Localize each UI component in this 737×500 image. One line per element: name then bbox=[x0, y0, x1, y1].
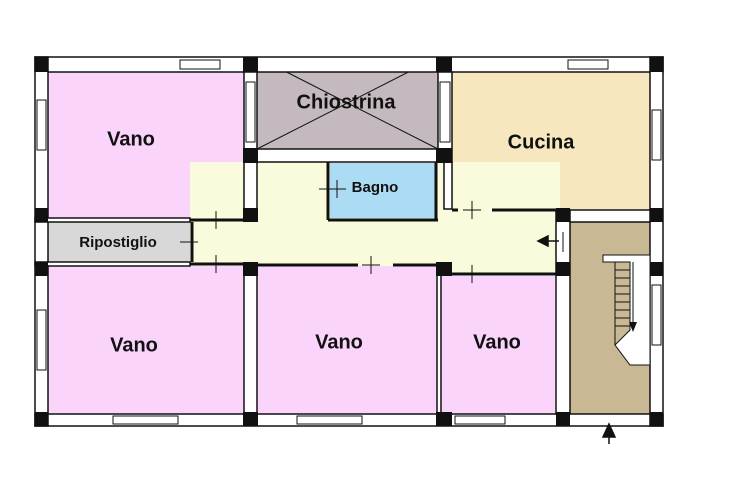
wall-stair-top bbox=[569, 209, 651, 223]
room-vano-bottom-right bbox=[441, 276, 555, 414]
wall-chiostrina-bottom bbox=[256, 148, 439, 163]
room-bagno bbox=[330, 163, 436, 218]
arrow-up-icon bbox=[601, 422, 617, 438]
room-ripostiglio bbox=[48, 222, 190, 262]
stair-arrow-icon bbox=[629, 322, 637, 332]
label-vano-top-left: Vano bbox=[107, 128, 155, 150]
entrance-arrow bbox=[601, 422, 617, 444]
arrow-left-icon bbox=[536, 234, 549, 248]
wall-left-mid bbox=[34, 217, 191, 223]
label-cucina: Cucina bbox=[508, 131, 576, 153]
wall-vertical-left-bottom bbox=[243, 265, 258, 415]
label-vano-bottom-right: Vano bbox=[473, 331, 521, 353]
pillars bbox=[35, 57, 663, 426]
room-vano-bottom-middle bbox=[257, 266, 437, 414]
label-chiostrina: Chiostrina bbox=[297, 91, 397, 113]
wall-kitchen-vertical bbox=[443, 161, 453, 210]
label-vano-bottom-middle: Vano bbox=[315, 331, 363, 353]
label-vano-bottom-left: Vano bbox=[110, 334, 158, 356]
room-vano-bottom-left bbox=[48, 266, 244, 414]
wall-left-mid-2 bbox=[34, 261, 191, 267]
door-ticks bbox=[180, 180, 564, 283]
corridor-arrow bbox=[536, 234, 559, 248]
label-bagno: Bagno bbox=[352, 179, 399, 196]
staircase bbox=[602, 254, 651, 366]
wall-vertical-mid-bottom bbox=[436, 265, 442, 415]
label-ripostiglio: Ripostiglio bbox=[79, 234, 157, 251]
windows bbox=[36, 59, 662, 425]
